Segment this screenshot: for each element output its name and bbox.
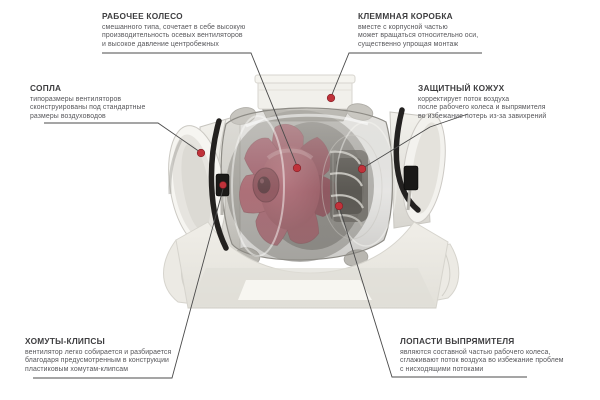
- leader-line-impeller: [102, 52, 298, 167]
- leader-line-clamps: [33, 188, 224, 379]
- marker-dot-clamps: [219, 181, 227, 189]
- marker-dot-casing: [357, 164, 367, 174]
- right-nozzle: [389, 111, 446, 229]
- leader-line-terminal-box: [330, 52, 482, 98]
- leader-line-casing: [362, 113, 469, 169]
- casing-outline: [220, 107, 394, 261]
- mounting-bracket: [175, 221, 449, 309]
- marker-dot-terminal-box: [326, 93, 336, 103]
- marker-dot-straightener: [334, 201, 344, 211]
- marker-dot-impeller: [292, 163, 302, 173]
- clamp-right: [393, 107, 421, 213]
- leader-line-nozzles: [44, 122, 201, 153]
- leader-line-straightener: [339, 208, 527, 378]
- clamp-right-buckle: [403, 165, 419, 191]
- marker-dot-nozzles: [196, 148, 206, 158]
